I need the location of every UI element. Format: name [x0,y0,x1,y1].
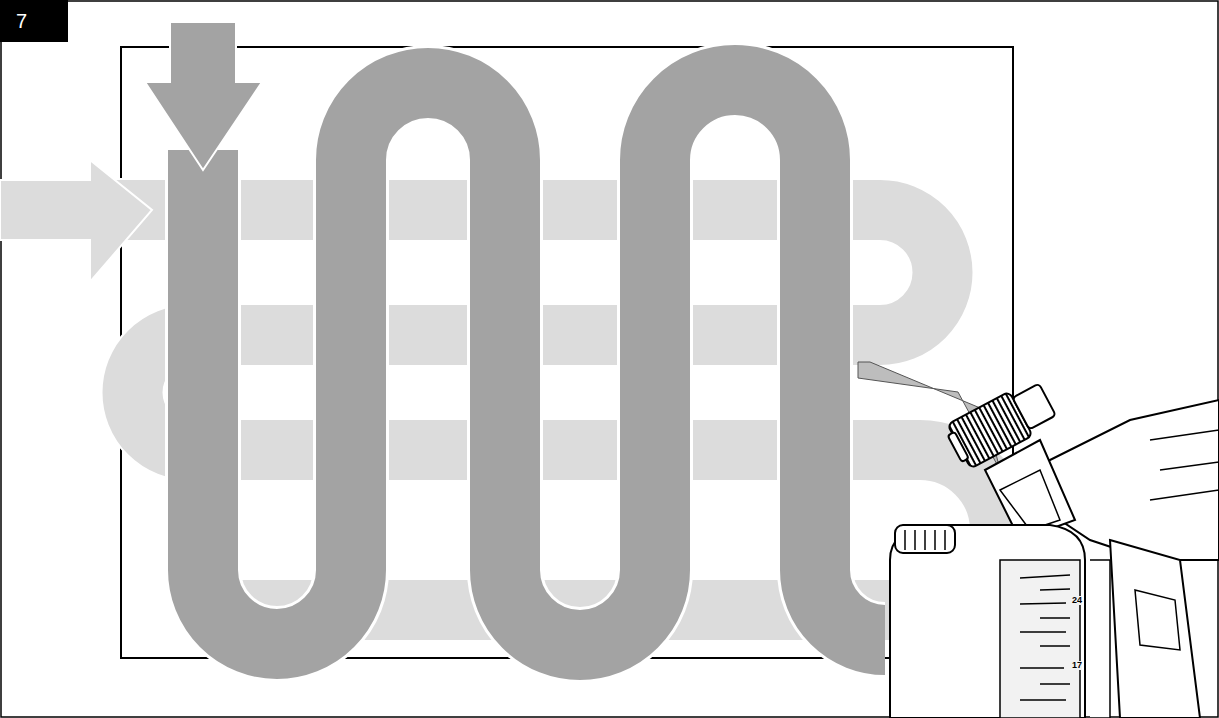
vertical-pass [145,22,885,645]
scale-mark: 17 [1072,661,1082,670]
step-box [0,0,68,42]
step-number: 7 [16,11,27,31]
scale-mark: 24 [1072,596,1082,605]
spray-gun [890,377,1219,718]
